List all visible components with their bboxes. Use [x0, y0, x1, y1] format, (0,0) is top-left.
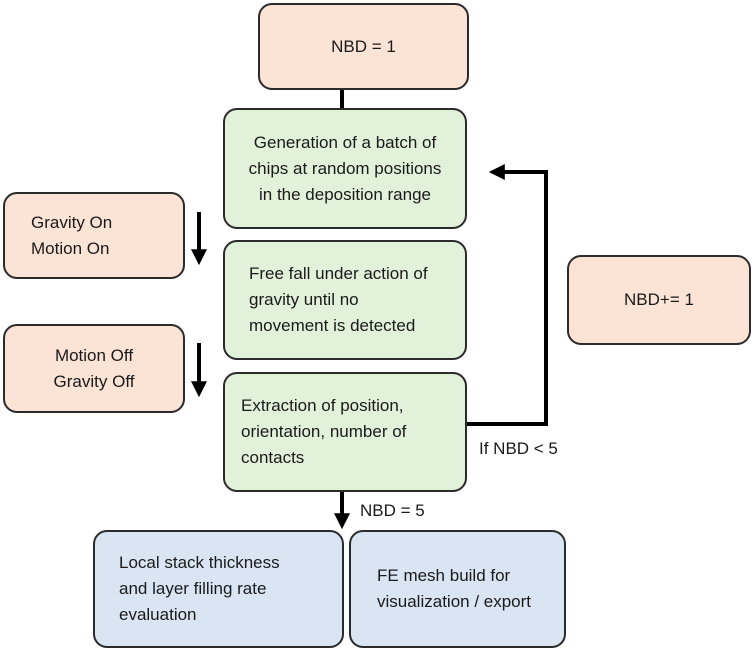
node-start: NBD = 1 [258, 3, 469, 90]
arrow-loop-back [466, 164, 548, 426]
node-gravity-on: Gravity On Motion On [3, 192, 185, 279]
node-fe-mesh: FE mesh build for visualization / export [349, 530, 566, 648]
node-stack-eval: Local stack thickness and layer filling … [93, 530, 344, 648]
node-extraction: Extraction of position, orientation, num… [223, 372, 467, 492]
node-motion-off: Motion Off Gravity Off [3, 324, 185, 413]
node-generation: Generation of a batch of chips at random… [223, 108, 467, 229]
edge-label-loop: If NBD < 5 [479, 439, 558, 458]
node-increment: NBD+= 1 [567, 255, 751, 345]
edge-label-done: NBD = 5 [360, 501, 425, 520]
node-free-fall: Free fall under action of gravity until … [223, 240, 467, 360]
